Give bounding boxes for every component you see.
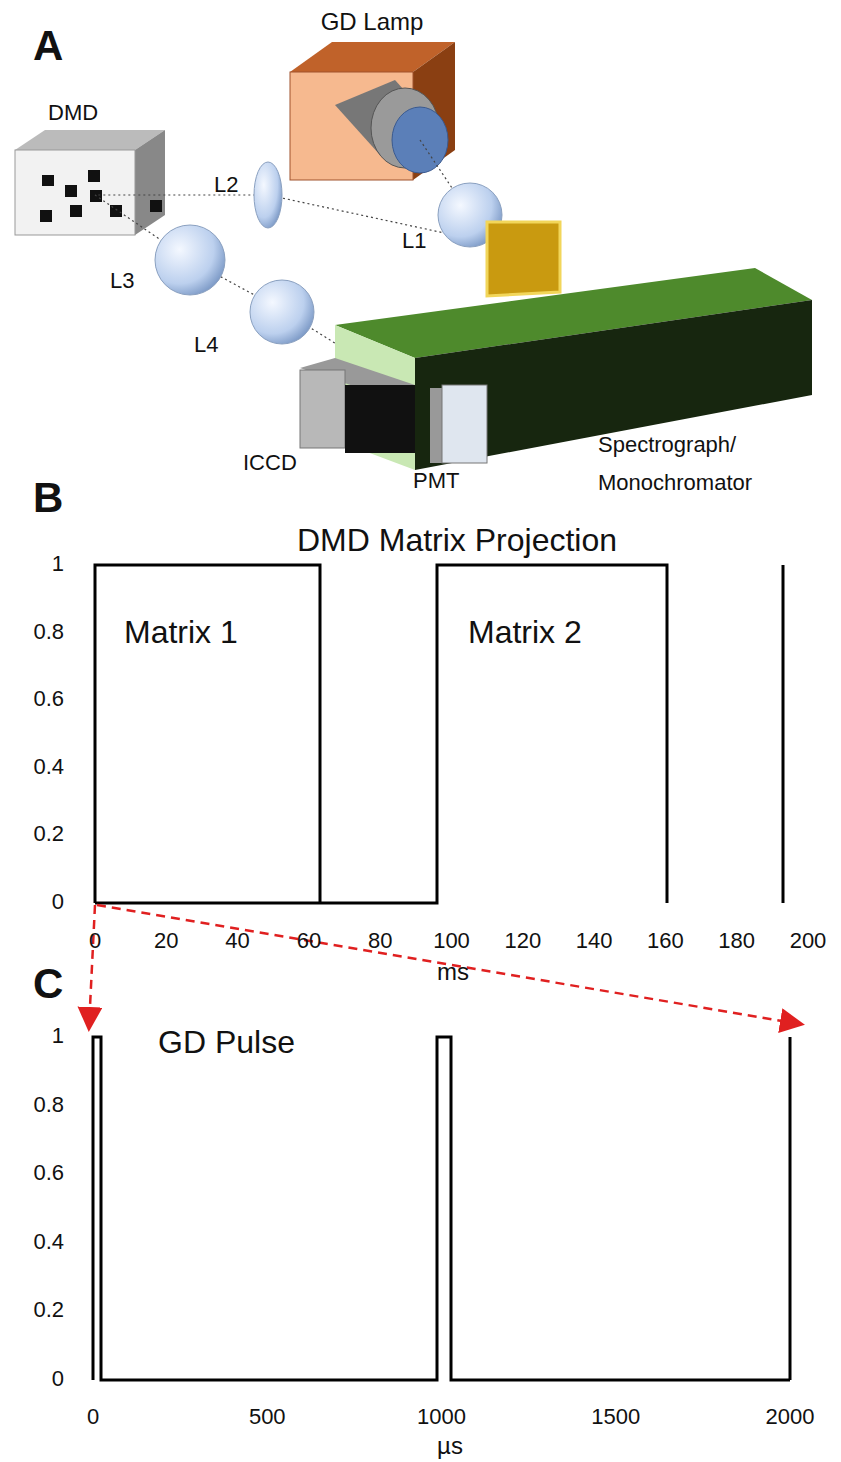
axis-unit: ms <box>437 958 469 986</box>
chart-title: DMD Matrix Projection <box>297 522 617 559</box>
spectrograph-front <box>335 325 415 470</box>
axis-tick: 0.8 <box>33 619 64 644</box>
axis-tick: 0.4 <box>33 1229 64 1254</box>
axis-tick: 120 <box>504 928 541 953</box>
part-label: L2 <box>214 172 238 197</box>
dmd-signal <box>95 565 783 903</box>
part-label: GD Lamp <box>321 8 424 36</box>
axis-tick: 2000 <box>766 1404 815 1429</box>
axis-tick: 200 <box>790 928 827 953</box>
series-label: Matrix 2 <box>468 614 582 651</box>
part-label: DMD <box>48 100 98 125</box>
axis-tick: 80 <box>368 928 392 953</box>
axis-tick: 0 <box>52 1366 64 1391</box>
axis-tick: 0 <box>87 1404 99 1429</box>
part-label: L1 <box>402 228 426 253</box>
axis-tick: 180 <box>718 928 755 953</box>
axis-tick: 0.6 <box>33 1160 64 1185</box>
axis-tick: 1500 <box>591 1404 640 1429</box>
part-label: Spectrograph/ Monochromator <box>598 426 834 502</box>
iccd-side <box>300 370 345 448</box>
axis-tick: 0.8 <box>33 1092 64 1117</box>
zoom-arrow <box>89 905 800 1027</box>
axis-tick: 60 <box>297 928 321 953</box>
chart-title: GD Pulse <box>158 1024 295 1061</box>
axis-tick: 0.2 <box>33 1297 64 1322</box>
axis-tick: 1 <box>52 1023 64 1048</box>
dmd-front <box>15 150 135 235</box>
lens-l4 <box>250 280 314 344</box>
panel-letter: B <box>33 474 63 522</box>
axis-tick: 1 <box>52 551 64 576</box>
axis-tick: 0.4 <box>33 754 64 779</box>
pmt-side <box>430 388 442 463</box>
part-label: ICCD <box>243 450 297 475</box>
panel-letter: A <box>33 22 63 70</box>
axis-tick: 140 <box>576 928 613 953</box>
part-label: L4 <box>194 332 218 357</box>
axis-tick: 160 <box>647 928 684 953</box>
gd-pulse-signal <box>93 1037 790 1380</box>
axis-tick: 40 <box>225 928 249 953</box>
lens-l2 <box>254 162 282 228</box>
axis-tick: 500 <box>249 1404 286 1429</box>
part-label: PMT <box>413 468 459 493</box>
series-label: Matrix 1 <box>124 614 238 651</box>
lens-l3 <box>155 225 225 295</box>
axis-tick: 1000 <box>417 1404 466 1429</box>
gold-mirror <box>487 222 560 296</box>
pmt-front <box>442 385 487 463</box>
part-label: L3 <box>110 268 134 293</box>
axis-tick: 20 <box>154 928 178 953</box>
axis-tick: 0.6 <box>33 686 64 711</box>
axis-unit: µs <box>437 1432 463 1460</box>
iccd-front <box>345 385 415 453</box>
axis-tick: 100 <box>433 928 470 953</box>
axis-tick: 0 <box>89 928 101 953</box>
dmd-mirrors <box>40 170 162 222</box>
axis-tick: 0.2 <box>33 821 64 846</box>
dmd-side <box>135 130 165 235</box>
axis-tick: 0 <box>52 889 64 914</box>
panel-letter: C <box>33 960 63 1008</box>
